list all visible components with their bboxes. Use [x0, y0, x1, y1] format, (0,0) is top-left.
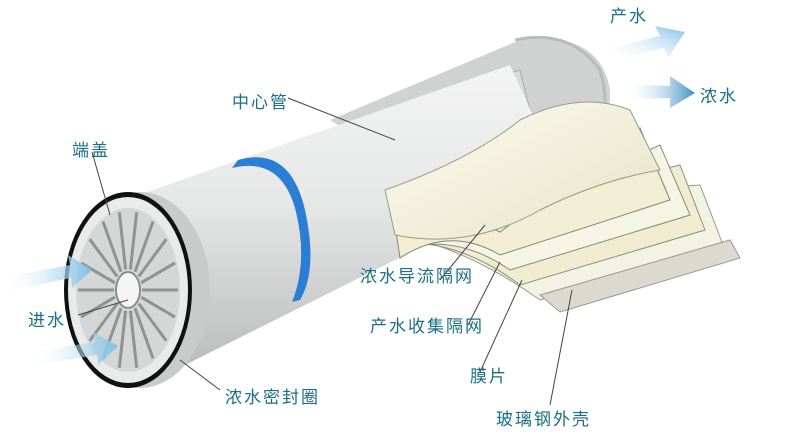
label-membrane: 膜片 [470, 367, 508, 387]
label-brine-spacer: 浓水导流隔网 [360, 267, 474, 287]
end-cap-spokes [78, 212, 178, 368]
end-cap-hub [115, 271, 141, 309]
label-permeate-spacer: 产水收集隔网 [370, 317, 484, 337]
permeate-arrow [610, 26, 685, 60]
blue-band [232, 157, 311, 302]
end-cap-spoke [133, 307, 155, 359]
end-cap-spoke [80, 261, 116, 285]
concentrate-arrow [625, 76, 695, 108]
end-cap-spoke [137, 238, 168, 278]
end-cap-spoke [137, 302, 168, 342]
feed-arrow-upper [0, 255, 92, 292]
end-cap-spoke [80, 295, 116, 319]
feed-arrow-lower [30, 332, 118, 366]
label-fiberglass-shell: 玻璃钢外壳 [496, 410, 591, 430]
label-concentrate-out: 浓水 [700, 87, 738, 107]
leader-lines [77, 97, 573, 406]
end-cap-spoke [101, 221, 123, 273]
end-cap-spoke [133, 221, 155, 273]
label-feed-in: 进水 [28, 311, 66, 331]
end-cap-spoke [128, 212, 139, 270]
label-end-cap: 端盖 [72, 141, 110, 161]
label-permeate-out: 产水 [610, 7, 648, 27]
membrane-sheets [384, 101, 741, 313]
end-cap-spoke [140, 261, 176, 285]
label-center-tube: 中心管 [232, 93, 289, 113]
end-cap-spoke [128, 310, 139, 368]
end-cap-spoke [117, 310, 128, 368]
end-cap-spoke [140, 295, 176, 319]
end-cap-spoke [117, 212, 128, 270]
label-concentrate-seal: 浓水密封圈 [225, 388, 320, 408]
end-cap-spoke [88, 238, 119, 278]
